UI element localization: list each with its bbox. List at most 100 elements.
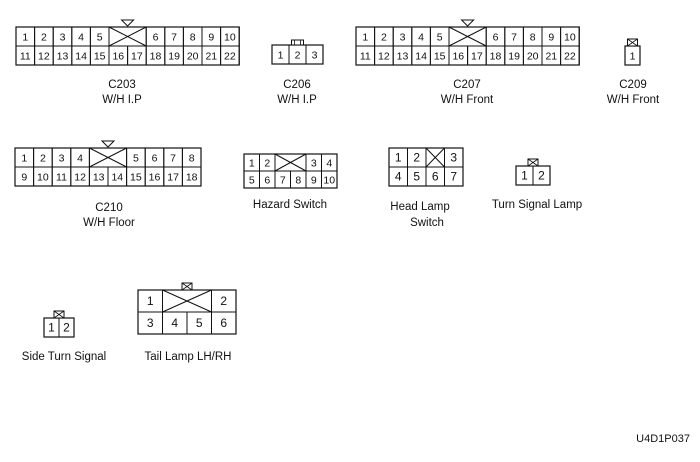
pin-number: 6 (220, 316, 227, 330)
pin-cell (321, 170, 338, 189)
pin-number: 11 (56, 172, 67, 184)
pin-number: 16 (112, 51, 124, 63)
pin-number: 1 (630, 51, 636, 63)
pin-number: 5 (249, 175, 255, 187)
pin-number: 22 (224, 51, 236, 63)
cavity-cross-line (162, 289, 212, 313)
pin-number: 4 (326, 158, 332, 170)
pin-number: 5 (413, 170, 420, 184)
c207-name: W/H Front (441, 94, 494, 106)
pin-number: 14 (75, 51, 87, 63)
pin-number: 18 (186, 172, 198, 184)
pin-number: 1 (249, 158, 255, 170)
pin-number: 13 (57, 51, 69, 63)
lock-key-triangle-icon (100, 140, 116, 148)
pin-number: 3 (60, 32, 66, 44)
pin-number: 12 (74, 172, 86, 184)
c210-id: C210 (95, 202, 123, 214)
c210-name: W/H Floor (83, 217, 135, 229)
pin-number: 15 (130, 172, 142, 184)
pin-number: 11 (360, 51, 371, 63)
pin-number: 9 (311, 175, 317, 187)
lock-box-cross (627, 38, 638, 47)
pin-number: 7 (170, 153, 176, 165)
turn-signal-lamp-name: Turn Signal Lamp (492, 199, 582, 211)
pin-number: 4 (418, 32, 424, 44)
pin-number: 7 (450, 170, 457, 184)
pin-number: 5 (133, 153, 139, 165)
pin-number: 1 (48, 321, 55, 335)
cavity-cross-line (108, 26, 147, 47)
lock-key-triangle-icon (120, 19, 135, 27)
pin-number: 5 (437, 32, 443, 44)
c203-id: C203 (108, 79, 136, 91)
pin-number: 6 (153, 32, 159, 44)
pin-number: 1 (395, 151, 402, 165)
head-lamp-switch-name-1: Head Lamp (390, 201, 449, 213)
pin-number: 6 (264, 175, 270, 187)
pin-number: 7 (511, 32, 517, 44)
pin-number: 13 (93, 172, 105, 184)
cavity-cross-line (274, 153, 307, 172)
pin-number: 6 (152, 153, 158, 165)
pin-number: 17 (471, 51, 483, 63)
lock-tab-icon (291, 39, 304, 46)
pin-number: 4 (78, 32, 84, 44)
pin-number: 20 (187, 51, 199, 63)
pin-number: 10 (37, 172, 49, 184)
pin-number: 21 (545, 51, 557, 63)
pin-number: 14 (415, 51, 427, 63)
pin-number: 10 (224, 32, 236, 44)
pin-number: 9 (548, 32, 554, 44)
pin-cell (305, 44, 324, 65)
pin-number: 17 (131, 51, 143, 63)
pin-number: 6 (493, 32, 499, 44)
cavity-cross-line (425, 147, 445, 168)
c207-id: C207 (453, 79, 481, 91)
pin-number: 19 (508, 51, 520, 63)
pin-number: 2 (295, 50, 301, 62)
pin-number: 8 (189, 153, 195, 165)
c203-name: W/H I.P (102, 94, 142, 106)
pin-cell (220, 45, 240, 66)
c209-name: W/H Front (607, 94, 660, 106)
pin-number: 15 (94, 51, 106, 63)
head-lamp-switch-name-2: Switch (410, 217, 444, 229)
pin-number: 15 (434, 51, 446, 63)
pin-number: 12 (378, 51, 390, 63)
pin-number: 5 (196, 316, 203, 330)
pin-number: 10 (564, 32, 576, 44)
pin-number: 3 (311, 158, 317, 170)
c206-id: C206 (283, 79, 311, 91)
pin-number: 1 (521, 169, 528, 183)
pin-number: 4 (77, 153, 83, 165)
pin-number: 3 (400, 32, 406, 44)
pin-number: 8 (530, 32, 536, 44)
pin-number: 1 (22, 32, 28, 44)
pin-number: 10 (323, 175, 335, 187)
pin-number: 7 (280, 175, 286, 187)
pin-number: 2 (538, 169, 545, 183)
pin-number: 20 (527, 51, 539, 63)
pin-cell (532, 165, 551, 186)
cavity-cross-line (89, 147, 127, 168)
pin-number: 9 (208, 32, 214, 44)
pin-cell (58, 317, 75, 338)
pin-number: 4 (171, 316, 178, 330)
pin-number: 2 (220, 294, 227, 308)
pin-number: 8 (295, 175, 301, 187)
pin-cell (211, 311, 237, 335)
pin-cell (560, 45, 580, 66)
pin-number: 1 (21, 153, 27, 165)
pin-number: 2 (264, 158, 270, 170)
connector-c209: 1 (624, 38, 641, 66)
c209-id: C209 (619, 79, 647, 91)
pin-cell (444, 166, 464, 187)
pin-number: 2 (413, 151, 420, 165)
pin-number: 8 (190, 32, 196, 44)
